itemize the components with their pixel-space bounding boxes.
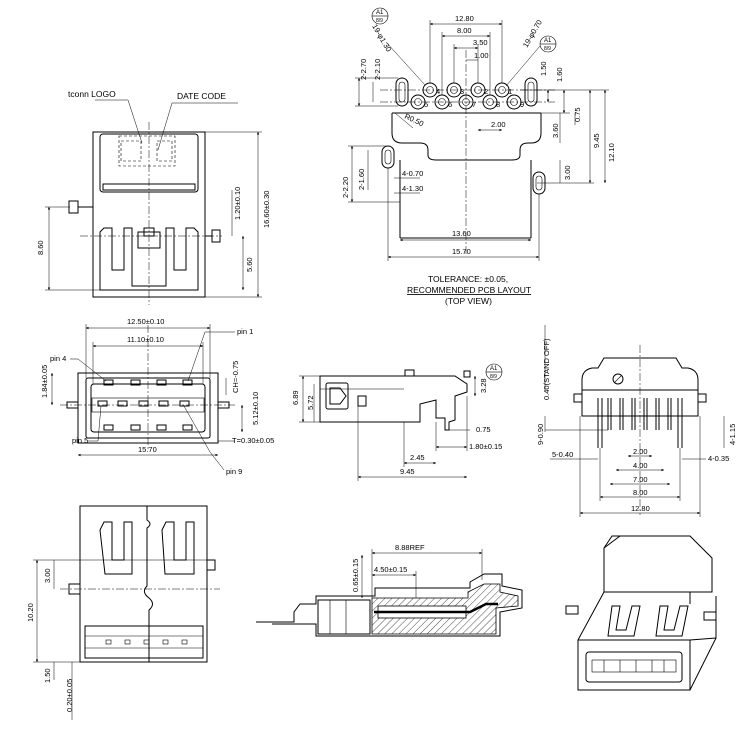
datum-symbol: A1 8/9	[539, 35, 557, 53]
dim-slot-070: 4-0.70	[402, 169, 423, 178]
isometric-view	[565, 535, 717, 691]
date-code-label: DATE CODE	[177, 91, 226, 101]
top-view-note: (TOP VIEW)	[445, 296, 492, 306]
dim-bottom-020: 0.20±0.05	[65, 679, 74, 712]
dim-pad-070: 19-φ0.70	[521, 18, 544, 49]
dim-mate-ch: CH=-0.75	[231, 361, 240, 393]
dim-rear-800: 8.00	[633, 488, 648, 497]
dim-section-450: 4.50±0.15	[374, 565, 407, 574]
tolerance-note: TOLERANCE: ±0.05,	[428, 274, 508, 284]
dim-side-328: 3.28	[479, 378, 488, 393]
dim-pcb-1570: 15.70	[452, 247, 471, 256]
pin4-label: pin 4	[50, 354, 66, 363]
pin5-label: pin 5	[72, 436, 88, 445]
dim-side-945: 9.45	[400, 467, 415, 476]
dim-pcb-945: 9.45	[592, 133, 601, 148]
datum-symbol: A1 8/9	[485, 363, 503, 381]
dim-rear-400: 4.00	[633, 461, 648, 470]
dim-mate-1570: 15.70	[138, 445, 157, 454]
dim-slot-220: 2-2.20	[341, 177, 350, 198]
datum-sub-label: 8/9	[490, 374, 497, 380]
pin-number: 4	[436, 87, 440, 96]
dim-front-height: 16.60±0.30	[262, 191, 271, 228]
dim-pcb-1360: 13.60	[452, 229, 471, 238]
pin-number: 7	[472, 100, 476, 109]
dim-rear-4-115: 4-1.15	[728, 424, 737, 445]
dim-bottom-150: 1.50	[43, 668, 52, 683]
dim-slot-210: 2-2.10	[373, 59, 382, 80]
dim-pcb-160: 1.60	[555, 67, 564, 82]
dim-rear-5-040: 5-0.40	[552, 450, 573, 459]
pin-number: 5	[424, 100, 428, 109]
dim-side-245: 2.45	[410, 453, 425, 462]
pin-number: 6	[448, 100, 452, 109]
dim-pcb-100: 1.00	[474, 51, 489, 60]
recommended-layout-note: RECOMMENDED PCB LAYOUT	[407, 285, 531, 295]
dim-mate-t: T=0.30±0.05	[232, 436, 274, 445]
dim-pcb-300: 3.00	[563, 165, 572, 180]
dim-mate-512: 5.12±0.10	[251, 392, 260, 425]
datum-sub-label: 8/9	[544, 46, 551, 52]
pcb-layout: 4 3 2 1 5 6 7 8 9 12.80 8.00 3.50 1.00 1…	[341, 7, 616, 306]
dim-mate-1250: 12.50±0.10	[127, 317, 164, 326]
dim-slot-4-130: 4-1.30	[402, 184, 423, 193]
rear-view: 0.40(STAND OFF) 9-0.90 5-0.40 4-0.35 4-1…	[536, 325, 737, 517]
dim-slot-270: 2-2.70	[359, 59, 368, 80]
dim-side-572: 5.72	[306, 395, 315, 410]
dim-mate-1110: 11.10±0.10	[127, 335, 164, 344]
dim-front-860: 8.60	[36, 240, 45, 255]
dim-section-065: 0.65±0.15	[351, 559, 360, 592]
dim-pcb-1280: 12.80	[455, 14, 474, 23]
dim-pcb-r050: R0.50	[403, 112, 425, 129]
dim-bottom-1020: 10.20	[26, 603, 35, 622]
pin-number: 2	[484, 87, 488, 96]
dim-pcb-075: 0.75	[573, 107, 582, 122]
datum-sub-label: 8/9	[376, 18, 383, 24]
pin-number: 8	[496, 100, 500, 109]
front-view: tconn LOGO DATE CODE 16.60±0.30 1.20±0.1…	[36, 89, 271, 305]
mating-face-view: 12.50±0.10 11.10±0.10 15.70 1.84±0.05 CH…	[40, 317, 274, 476]
dim-pad-130: 19-φ1.30	[370, 23, 393, 54]
dim-pcb-150: 1.50	[539, 61, 548, 76]
dim-mate-184: 1.84±0.05	[40, 365, 49, 398]
dim-rear-700: 7.00	[633, 475, 648, 484]
section-view: 8.88REF 4.50±0.15 0.65±0.15	[256, 543, 523, 637]
bottom-view: 10.20 3.00 1.50 0.20±0.05	[26, 505, 220, 720]
dim-rear-9-090: 9-0.90	[536, 424, 545, 445]
pin-number: 1	[508, 87, 512, 96]
dim-pcb-350: 3.50	[473, 38, 488, 47]
datum-label: A1	[490, 366, 498, 372]
dim-rear-1280: 12.80	[631, 504, 650, 513]
dim-front-560: 5.60	[245, 257, 254, 272]
datum-label: A1	[544, 38, 552, 44]
pin1-label: pin 1	[237, 327, 253, 336]
dim-rear-standoff: 0.40(STAND OFF)	[542, 338, 551, 400]
dim-side-075: 0.75	[476, 425, 491, 434]
dim-pcb-800: 8.00	[457, 26, 472, 35]
side-view: 6.89 5.72 3.28 A1 8/9 0.75 1.80±0.15 2.4…	[291, 363, 503, 481]
dim-side-180: 1.80±0.15	[469, 442, 502, 451]
pin-number: 3	[460, 87, 464, 96]
pin9-label: pin 9	[226, 467, 242, 476]
dim-rear-4-035: 4-0.35	[708, 454, 729, 463]
dim-rear-200: 2.00	[633, 447, 648, 456]
datum-symbol: A1 8/9	[371, 7, 389, 25]
datum-label: A1	[376, 10, 384, 16]
dim-side-689: 6.89	[291, 390, 300, 405]
dim-pcb-1210: 12.10	[607, 143, 616, 162]
tconn-logo-label: tconn LOGO	[68, 89, 116, 99]
dim-bottom-300: 3.00	[43, 568, 52, 583]
dim-front-offset: 1.20±0.10	[233, 187, 242, 220]
dim-section-888: 8.88REF	[395, 543, 425, 552]
dim-pcb-360: 3.60	[551, 123, 560, 138]
dim-pcb-200: 2.00	[491, 120, 506, 129]
dim-slot-160: 2-1.60	[357, 169, 366, 190]
pin-number: 9	[520, 100, 524, 109]
